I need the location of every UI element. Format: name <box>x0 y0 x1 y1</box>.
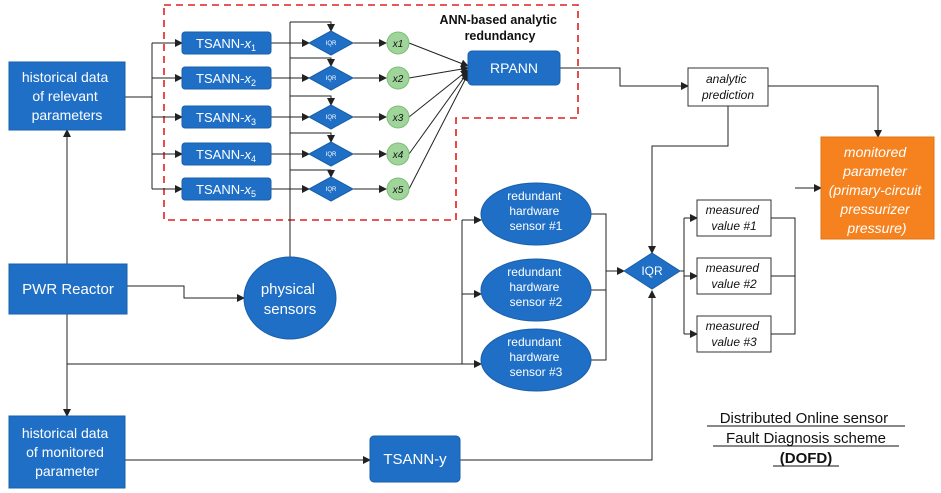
svg-text:IQR: IQR <box>326 115 337 121</box>
svg-text:redundant hardware: redundant hardware sensor #1 <box>507 189 564 233</box>
svg-text:x2: x2 <box>392 74 404 85</box>
svg-text:measured value #1: measured value #1 <box>706 203 763 233</box>
svg-text:IQR: IQR <box>641 264 663 278</box>
measured-to-monitored-wires <box>771 184 822 335</box>
svg-text:x4: x4 <box>392 150 404 161</box>
x2-circle: x2 <box>386 66 410 90</box>
ann-region-boundary <box>163 4 579 221</box>
iqr-diamond-2: IQR <box>307 65 355 91</box>
measured-value-1-node: measured value #1 <box>696 199 772 237</box>
svg-text:TSANN-x3: TSANN-x3 <box>196 110 256 127</box>
svg-text:TSANN-x1: TSANN-x1 <box>196 36 256 53</box>
iqr-diamond-3: IQR <box>307 104 355 130</box>
iqr-diamond-5: IQR <box>307 176 355 202</box>
svg-text:x3: x3 <box>392 113 404 124</box>
x3-circle: x3 <box>386 105 410 129</box>
hist-to-tsann-wires <box>125 39 183 193</box>
redundant-sensor-1-node: redundant hardware sensor #1 <box>480 182 592 246</box>
svg-text:measured value #2: measured value #2 <box>706 261 763 291</box>
svg-text:(DOFD): (DOFD) <box>780 450 833 467</box>
prediction-to-monitored-wire <box>768 85 882 138</box>
svg-text:monitored parameter: monitored parameter (primary-circuit pre… <box>829 144 925 236</box>
svg-text:x5: x5 <box>392 185 404 196</box>
svg-text:IQR: IQR <box>326 187 337 193</box>
svg-text:historical data of relev: historical data of relevant parameters <box>22 69 112 123</box>
iqr-diamond-4: IQR <box>307 141 355 167</box>
iqr-to-x-wires <box>353 39 387 193</box>
svg-text:redundant hardware: redundant hardware sensor #2 <box>507 265 564 309</box>
tsann-x2-node: TSANN-x2 <box>181 66 272 90</box>
measured-value-3-node: measured value #3 <box>696 315 772 353</box>
prediction-to-iqr-wire <box>648 106 729 254</box>
svg-text:physical sensors: physical sensors <box>261 281 319 318</box>
redundant-sensor-3-node: redundant hardware sensor #3 <box>480 328 592 392</box>
x5-circle: x5 <box>386 177 410 201</box>
physical-sensors-node: physical sensors <box>243 256 337 340</box>
reactor-to-redundant-wires <box>67 216 482 368</box>
tsann-x3-node: TSANN-x3 <box>181 105 272 129</box>
svg-text:PWR Reactor: PWR Reactor <box>22 281 114 298</box>
svg-text:x1: x1 <box>392 39 404 50</box>
svg-text:measured value #3: measured value #3 <box>706 319 763 349</box>
svg-text:IQR: IQR <box>326 76 337 82</box>
iqr-diamond-main: IQR <box>623 252 681 290</box>
x4-circle: x4 <box>386 142 410 166</box>
dofd-caption: Distributed Online sensor Fault Diagnosi… <box>707 410 905 467</box>
rpann-to-prediction-wire <box>560 67 689 90</box>
hist-monitored-node: historical data of monitored parameter <box>8 415 126 489</box>
svg-text:TSANN-x5: TSANN-x5 <box>196 182 256 199</box>
svg-text:redundant hardware: redundant hardware sensor #3 <box>507 335 564 379</box>
svg-text:TSANN-x4: TSANN-x4 <box>196 147 256 164</box>
redundant-to-iqr-wires <box>591 213 625 361</box>
tsann-y-to-iqr-wire <box>460 290 656 461</box>
tsann-y-node: TSANN-y <box>369 435 461 483</box>
pwr-to-physical-wire <box>127 285 245 302</box>
rpann-node: RPANN <box>467 50 561 86</box>
tsann-x1-node: TSANN-x1 <box>181 31 272 55</box>
iqr-to-measured-wires <box>680 214 698 338</box>
pwr-reactor-node: PWR Reactor <box>8 263 128 315</box>
monitored-parameter-node: monitored parameter (primary-circuit pre… <box>820 136 935 240</box>
svg-text:historical data of monit: historical data of monitored parameter <box>22 425 112 479</box>
x-to-rpann-wires <box>408 42 469 190</box>
svg-text:Distributed Online sensor: Distributed Online sensor Fault Diagnosi… <box>720 410 893 447</box>
tsann-x5-node: TSANN-x5 <box>181 177 272 201</box>
physical-sensor-bus <box>289 21 335 257</box>
analytic-prediction-node: analytic prediction <box>687 67 769 107</box>
svg-text:TSANN-x2: TSANN-x2 <box>196 71 256 88</box>
svg-text:IQR: IQR <box>326 41 337 47</box>
x1-circle: x1 <box>386 31 410 55</box>
iqr-diamond-1: IQR <box>307 30 355 56</box>
svg-text:TSANN-y: TSANN-y <box>383 451 447 468</box>
svg-text:IQR: IQR <box>326 152 337 158</box>
measured-value-2-node: measured value #2 <box>696 257 772 295</box>
ann-region-title: ANN-based analytic redundancy <box>440 13 561 43</box>
tsann-x4-node: TSANN-x4 <box>181 142 272 166</box>
redundant-sensor-2-node: redundant hardware sensor #2 <box>480 258 592 322</box>
svg-text:analytic prediction: analytic prediction <box>701 72 754 102</box>
svg-text:RPANN: RPANN <box>490 60 538 76</box>
hist-relevant-node: historical data of relevant parameters <box>8 61 126 131</box>
